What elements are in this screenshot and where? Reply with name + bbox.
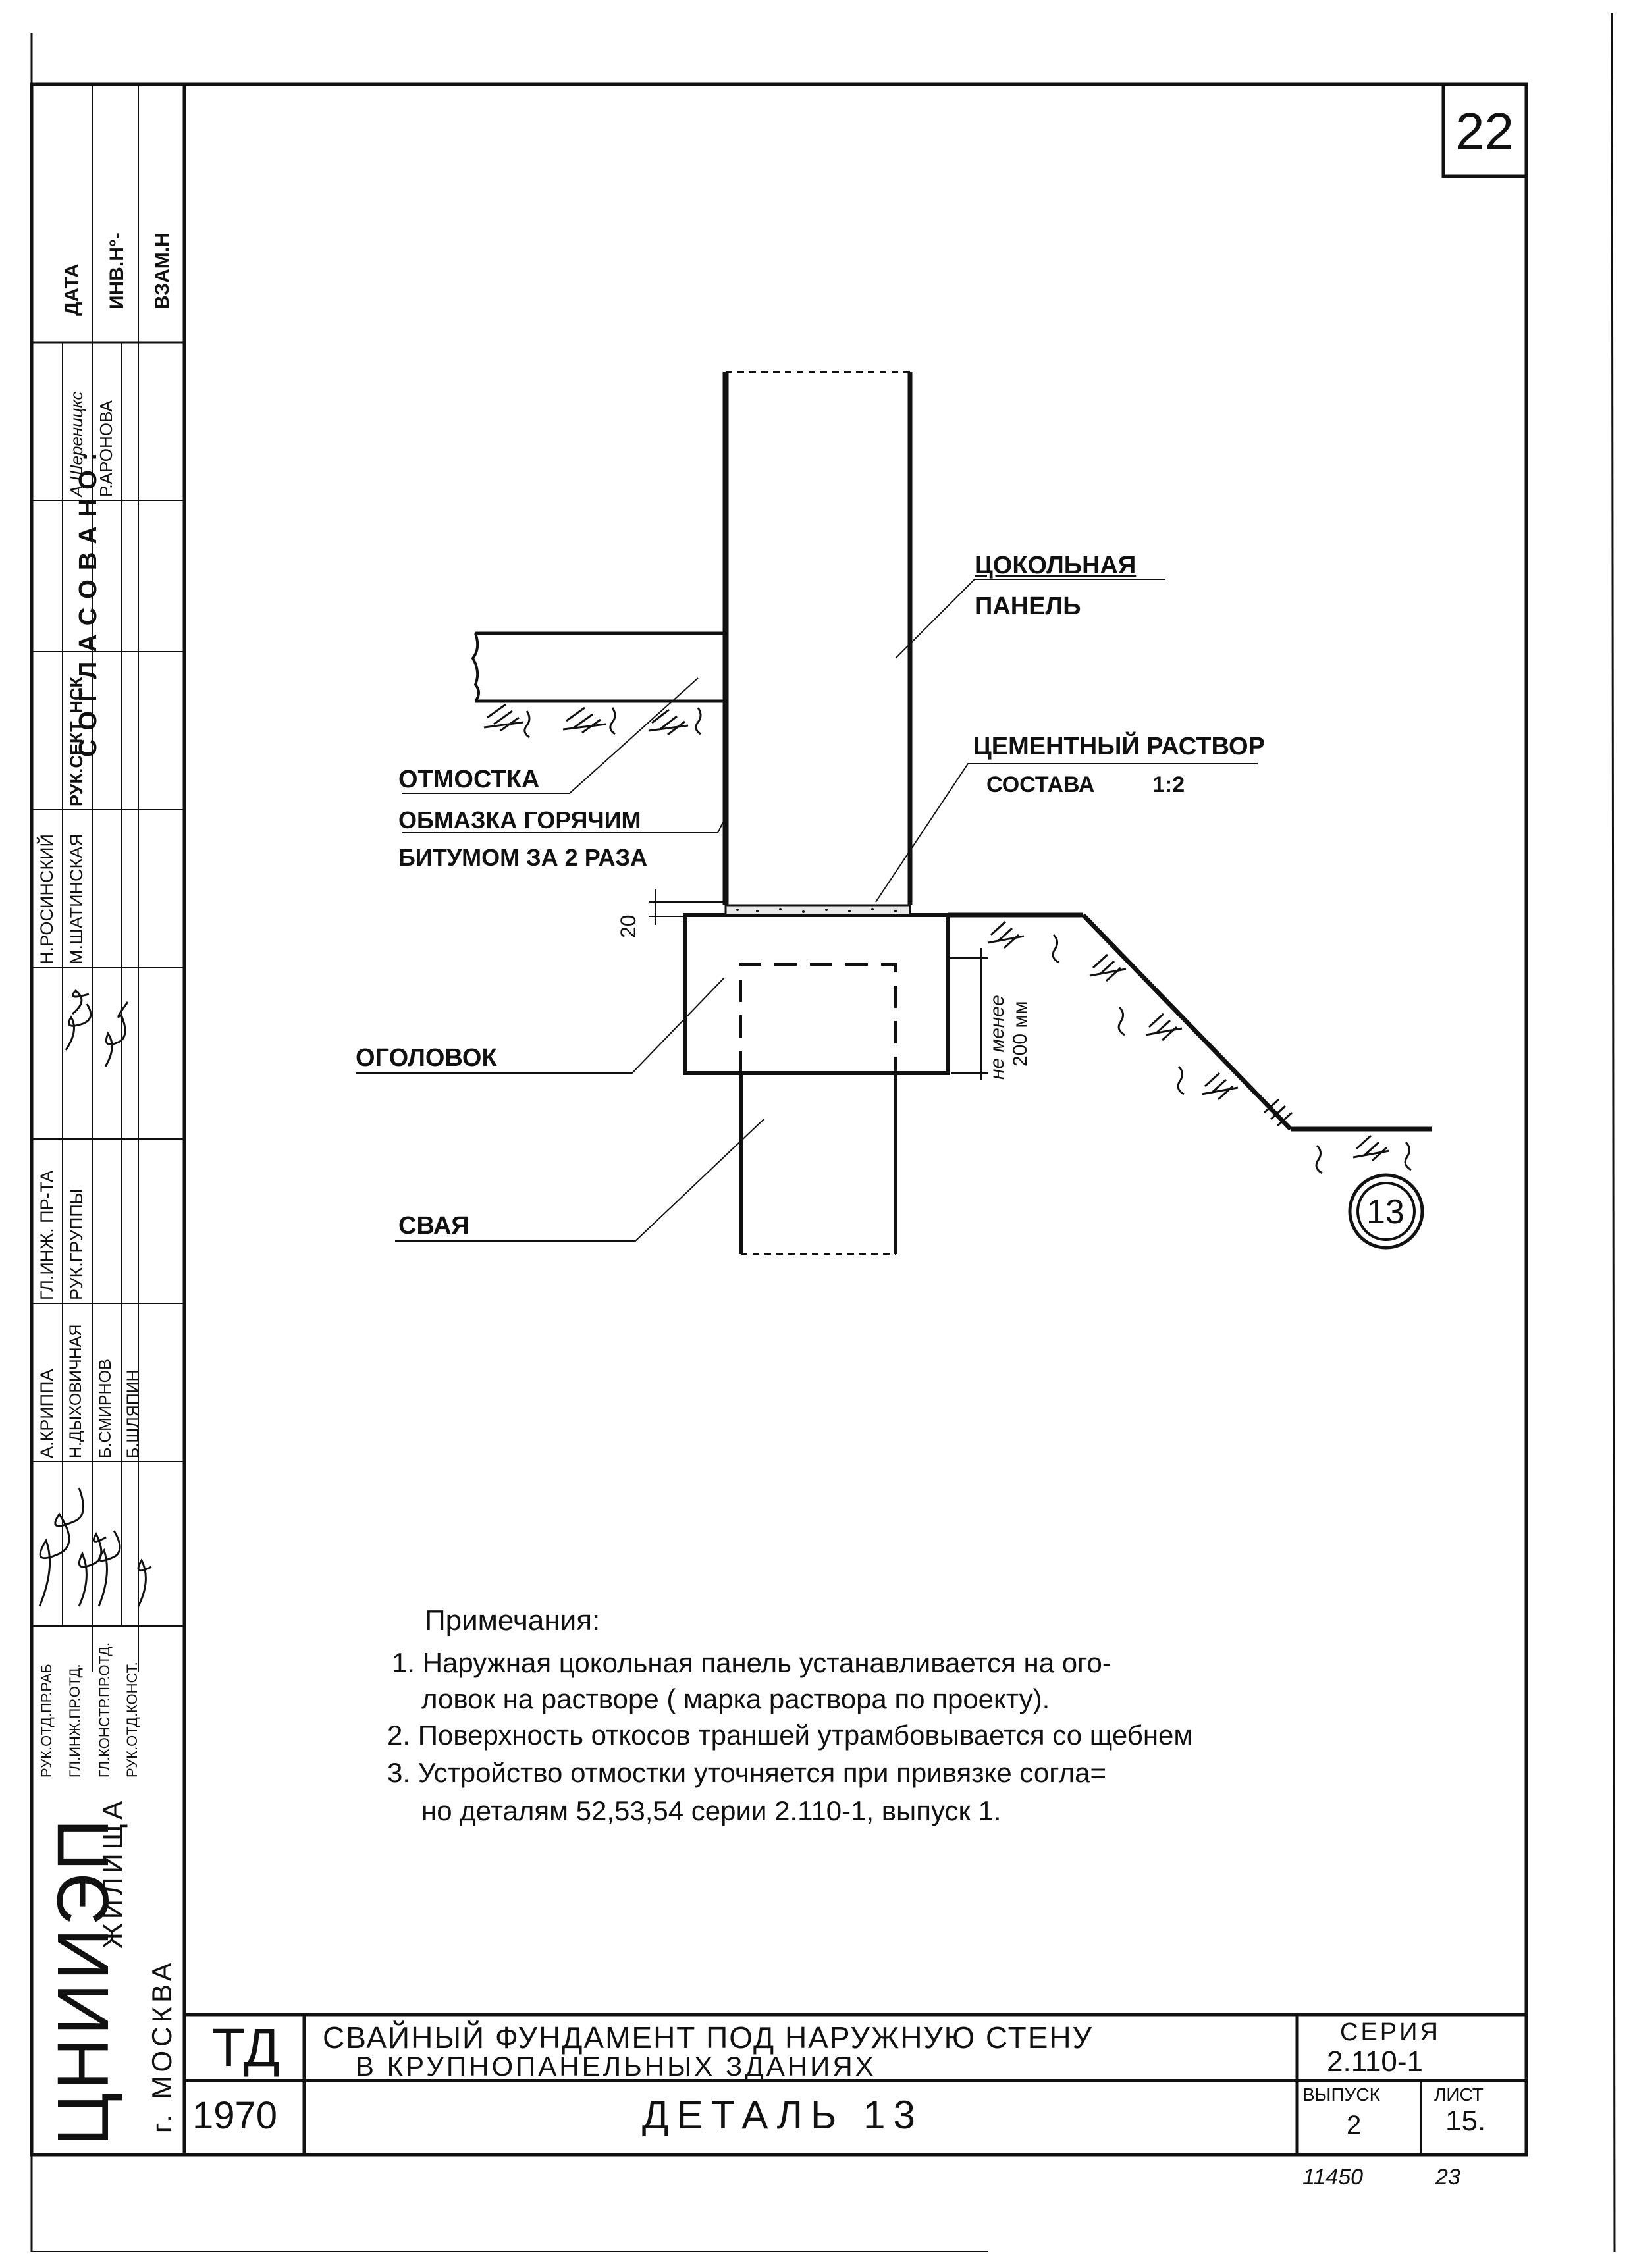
role-dept-head-works: РУК.ОТД.ПР.РАБ: [38, 1664, 55, 1778]
detail-marker-number: 13: [1366, 1193, 1405, 1231]
approval-sect-head: РУК.СЕКТ. НСК: [67, 676, 86, 806]
note-line-4: 3. Устройство отмостки уточняется при пр…: [387, 1757, 1107, 1788]
slope-line: [1081, 913, 1293, 1131]
role-chief-engineer-dept: ГЛ.ИНЖ.ПР.ОТД.: [67, 1664, 83, 1778]
detail-marker-outer: [1348, 1173, 1424, 1250]
label-mortar-3: 1:2: [1152, 772, 1185, 797]
note-line-3: 2. Поверхность откосов траншей утрамбовы…: [387, 1720, 1193, 1751]
person-krippa: А.КРИППА: [37, 1369, 57, 1458]
tb-series-label: СЕРИЯ: [1340, 2018, 1441, 2046]
soil-hatch-slope: [987, 920, 1412, 1174]
label-pile: СВАЯ: [398, 1212, 469, 1240]
label-mortar-1: ЦЕМЕНТНЫЙ РАСТВОР: [973, 733, 1265, 760]
person-dykhovichnaya: Н.ДЫХОВИЧНАЯ: [67, 1324, 85, 1458]
approval-name-2: Р.АРОНОВА: [96, 400, 116, 497]
pile-cap-outline: [683, 913, 950, 1075]
pile-hidden-line: [739, 963, 897, 1073]
label-coating-1: ОБМАЗКА ГОРЯЧИМ: [398, 806, 641, 833]
tb-year: 1970: [192, 2094, 278, 2137]
role-chief-designer-dept: ГЛ.КОНСТР.ПР.ОТД.: [96, 1642, 113, 1778]
role-dept-head-design: РУК.ОТД.КОНСТ.: [124, 1662, 140, 1778]
person-shatinskaya: М.ШАТИНСКАЯ: [67, 833, 86, 964]
tb-title-line-2: В КРУПНОПАНЕЛЬНЫХ ЗДАНИЯХ: [356, 2051, 876, 2082]
person-smirnov: Б.СМИРНОВ: [96, 1359, 115, 1458]
label-mortar-2: СОСТАВА: [986, 772, 1095, 797]
label-cap: ОГОЛОВОК: [356, 1044, 497, 1072]
label-apron: ОТМОСТКА: [398, 766, 540, 793]
label-panel-2: ПАНЕЛЬ: [975, 593, 1081, 620]
bottom-mark-left: 11450: [1302, 2165, 1364, 2190]
org-city: г. МОСКВА: [146, 1959, 177, 2133]
approval-date-label: ДАТА: [61, 263, 83, 316]
tb-issue-label: ВЫПУСК: [1302, 2084, 1380, 2105]
note-line-5: но деталям 52,53,54 серии 2.110-1, выпус…: [421, 1795, 1002, 1826]
person-shlyapin: Б.ШЛЯПИН: [124, 1369, 142, 1458]
page-number: 22: [1455, 102, 1514, 161]
mortar-dots: [736, 908, 897, 913]
org-subname: ЖИЛИЩА: [97, 1797, 128, 1949]
detail-marker-inner: [1356, 1182, 1416, 1241]
signatures: [38, 989, 152, 1607]
page-number-box: [1441, 82, 1528, 178]
role-group-head: РУК.ГРУППЫ: [67, 1188, 86, 1300]
tb-issue-value: 2: [1347, 2111, 1362, 2140]
person-rosinsky: Н.РОСИНСКИЙ: [37, 834, 57, 964]
mortar-bed: [724, 904, 911, 916]
leader-lines: [356, 579, 1258, 1242]
outer-right-line: [1611, 13, 1616, 2252]
role-chief-engineer: ГЛ.ИНЖ. ПР-ТА: [37, 1170, 57, 1300]
tb-code: ТД: [212, 2018, 280, 2078]
tb-sheet-label: ЛИСТ: [1434, 2084, 1484, 2105]
label-coating-2: БИТУМОМ ЗА 2 РАЗА: [398, 844, 648, 871]
notes-title: Примечания:: [425, 1604, 601, 1637]
note-line-2: ловок на растворе ( марка раствора по пр…: [421, 1683, 1050, 1714]
bottom-mark-right: 23: [1435, 2165, 1460, 2190]
tb-series-value: 2.110-1: [1327, 2045, 1423, 2078]
note-line-1: 1. Наружная цокольная панель устанавлива…: [392, 1647, 1111, 1678]
approval-vzamen-label: ВЗАМ.Н: [151, 232, 173, 309]
approval-inv-label: ИНВ.Н°-: [106, 232, 128, 309]
tb-title-line-1: СВАЙНЫЙ ФУНДАМЕНТ ПОД НАРУЖНУЮ СТЕНУ: [323, 2020, 1093, 2055]
dimension-min-2: 200 мм: [1009, 1001, 1031, 1067]
main-frame: [30, 82, 1528, 2157]
soil-hatch-apron: [483, 703, 702, 739]
approval-name-1: А.Шереницкс: [67, 391, 86, 498]
dimension-min-1: не менее: [986, 995, 1008, 1080]
tb-sheet-value: 15.: [1445, 2105, 1486, 2137]
label-panel-1: ЦОКОЛЬНАЯ: [975, 552, 1137, 579]
dimension-20: 20: [616, 914, 640, 938]
tb-detail: ДЕТАЛЬ 13: [642, 2093, 923, 2137]
